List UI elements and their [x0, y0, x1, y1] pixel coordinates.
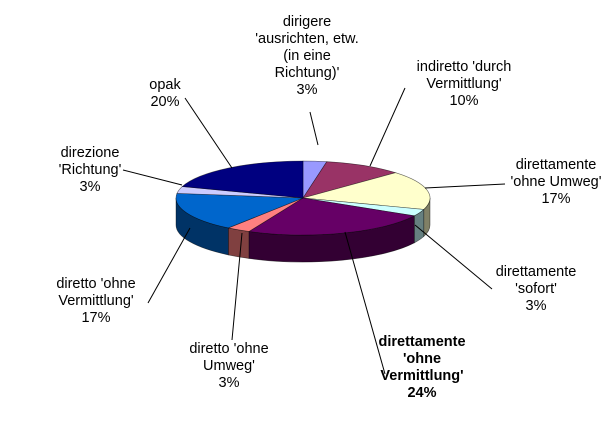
data-label-line: 'ohne Umweg': [511, 174, 602, 190]
data-label-line: opak: [149, 77, 181, 93]
data-label-line: diretto 'ohne: [56, 276, 135, 292]
data-label-direttamente-sofort: direttamente'sofort'3%: [496, 264, 577, 314]
data-label-line: 3%: [80, 179, 101, 195]
data-label-line: 10%: [449, 93, 478, 109]
data-label-direzione-richtung: direzione'Richtung'3%: [59, 145, 122, 195]
leader-line-direttamente-ohne-vermittlung: [344, 231, 386, 375]
leader-line-direttamente-sofort: [414, 224, 493, 290]
data-label-line: 'ausrichten, etw.: [255, 31, 359, 47]
leader-line-dirigere-ausrichten-etw-in-eine-richtung: [309, 111, 319, 146]
data-label-line: direzione: [61, 145, 120, 161]
data-label-line: (in eine: [283, 48, 331, 64]
data-label-line: Vermittlung': [380, 368, 463, 384]
data-label-line: Umweg': [203, 358, 255, 374]
data-label-line: direttamente: [378, 334, 465, 350]
data-label-line: 20%: [150, 94, 179, 110]
data-label-line: 'sofort': [515, 281, 557, 297]
data-label-line: 3%: [219, 375, 240, 391]
leader-line-diretto-ohne-vermittlung: [147, 227, 191, 304]
data-label-direttamente-ohne-umweg: direttamente'ohne Umweg'17%: [511, 157, 602, 207]
leader-lines: [122, 87, 506, 375]
data-label-line: Richtung)': [275, 65, 340, 81]
slice-side-diretto-ohne-umweg: [228, 227, 250, 259]
data-label-line: 3%: [526, 298, 547, 314]
data-label-line: Vermittlung': [58, 293, 134, 309]
data-label-line: indiretto 'durch: [417, 59, 512, 75]
pie-slice-diretto-ohne-vermittlung: [175, 193, 304, 229]
data-label-line: direttamente: [496, 264, 577, 280]
data-label-line: diretto 'ohne: [189, 341, 268, 357]
pie-sides: [175, 197, 431, 263]
pie-slice-direttamente-ohne-vermittlung: [248, 197, 416, 236]
leader-line-opak: [184, 97, 233, 169]
data-label-line: 3%: [297, 82, 318, 98]
pie-slice-opak: [181, 160, 304, 199]
leader-line-direzione-richtung: [122, 169, 183, 186]
pie-slices: [175, 160, 431, 236]
data-label-line: dirigere: [283, 14, 331, 30]
data-label-line: 'Richtung': [59, 162, 122, 178]
leader-line-diretto-ohne-umweg: [231, 232, 243, 341]
leader-line-indiretto-durch-vermittlung: [369, 87, 406, 167]
data-label-line: 17%: [541, 191, 570, 207]
pie-slice-direttamente-ohne-umweg: [302, 172, 431, 210]
pie-slice-indiretto-durch-vermittlung: [302, 161, 397, 199]
data-label-line: 24%: [407, 385, 436, 401]
data-label-line: 'ohne: [403, 351, 441, 367]
leader-line-direttamente-ohne-umweg: [424, 183, 506, 189]
data-label-line: 17%: [81, 310, 110, 326]
data-label-line: direttamente: [516, 157, 597, 173]
data-label-line: Vermittlung': [426, 76, 502, 92]
